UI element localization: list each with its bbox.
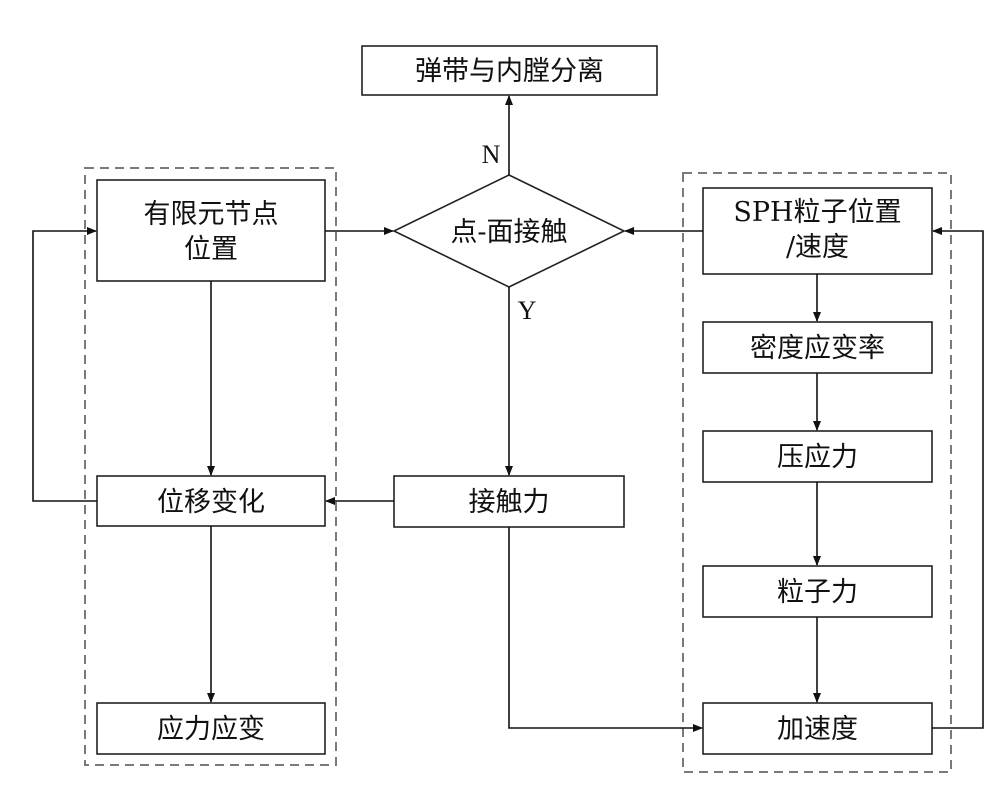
density-strain-rate-node bbox=[702, 321, 933, 374]
particle-force-label: 粒子力 bbox=[777, 577, 858, 608]
acceleration-label: 加速度 bbox=[777, 714, 858, 745]
pressure-stress-node bbox=[702, 430, 933, 483]
contact-force-node bbox=[393, 475, 625, 528]
branch-label-yes: Y bbox=[518, 296, 537, 325]
fe-group-frame bbox=[84, 167, 337, 766]
separation-node bbox=[361, 45, 658, 96]
stress-strain-label: 应力应变 bbox=[157, 714, 265, 745]
branch-label-no: N bbox=[482, 140, 501, 169]
contact-force-label: 接触力 bbox=[469, 487, 550, 518]
sph-state-label-line1: SPH粒子位置 bbox=[733, 197, 901, 228]
fe-position-node bbox=[96, 179, 326, 282]
edge-acceleration-feedback-to-sph-state bbox=[932, 227, 984, 729]
stress-strain-node bbox=[96, 702, 326, 755]
fe-position-label-line2: 位置 bbox=[184, 234, 238, 265]
density-strain-rate-label: 密度应变率 bbox=[750, 333, 885, 364]
fe-position-label-line1: 有限元节点 bbox=[144, 199, 279, 230]
pressure-stress-label: 压应力 bbox=[777, 442, 858, 473]
sph-state-label-line2: /速度 bbox=[786, 232, 849, 263]
displacement-change-label: 位移变化 bbox=[157, 487, 265, 518]
edge-contact-force-to-acceleration bbox=[508, 527, 703, 732]
acceleration-node bbox=[702, 702, 933, 755]
edge-displacement-feedback-to-fe-position bbox=[32, 227, 97, 502]
displacement-change-node bbox=[96, 475, 326, 527]
separation-label: 弹带与内膛分离 bbox=[415, 56, 604, 87]
contact-decision-label: 点-面接触 bbox=[450, 217, 567, 248]
